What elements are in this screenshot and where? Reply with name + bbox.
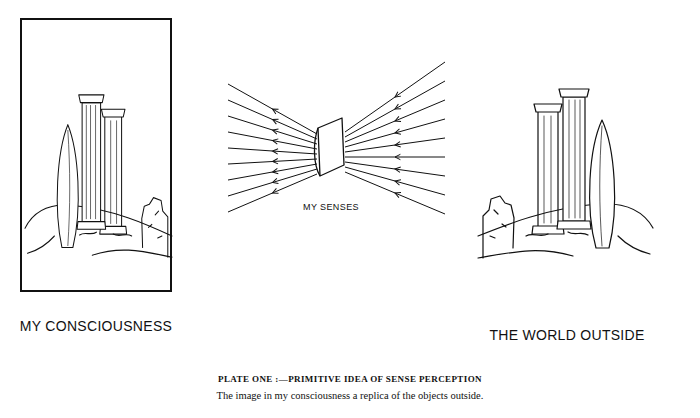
light-ray [345, 167, 445, 195]
plate-title: PLATE ONE :—PRIMITIVE IDEA OF SENSE PERC… [216, 374, 484, 384]
light-ray [345, 81, 445, 137]
light-ray [228, 132, 317, 149]
scene-world-outside [478, 89, 653, 258]
part-label: THE WORLD OUTSIDE [487, 327, 646, 343]
light-ray [228, 100, 317, 139]
light-ray [345, 162, 445, 176]
light-ray [228, 159, 317, 164]
scene-in-consciousness [25, 95, 172, 257]
light-ray [228, 116, 317, 144]
senses-plate [314, 118, 344, 176]
light-ray [345, 138, 445, 152]
plate-caption: The image in my consciousness a replica … [215, 390, 486, 401]
light-rays [228, 62, 445, 214]
part-label: MY SENSES [301, 202, 361, 212]
node-heading: MY CONSCIOUSNESS [14, 318, 178, 334]
light-ray [228, 148, 317, 154]
light-ray [228, 84, 317, 134]
light-ray [345, 119, 445, 147]
consciousness-frame: MY CONSCIOUSNESS [14, 18, 178, 334]
light-ray [228, 169, 317, 196]
light-ray [345, 100, 445, 142]
light-ray [228, 164, 317, 180]
frame-border [20, 18, 172, 292]
light-ray [345, 157, 445, 158]
